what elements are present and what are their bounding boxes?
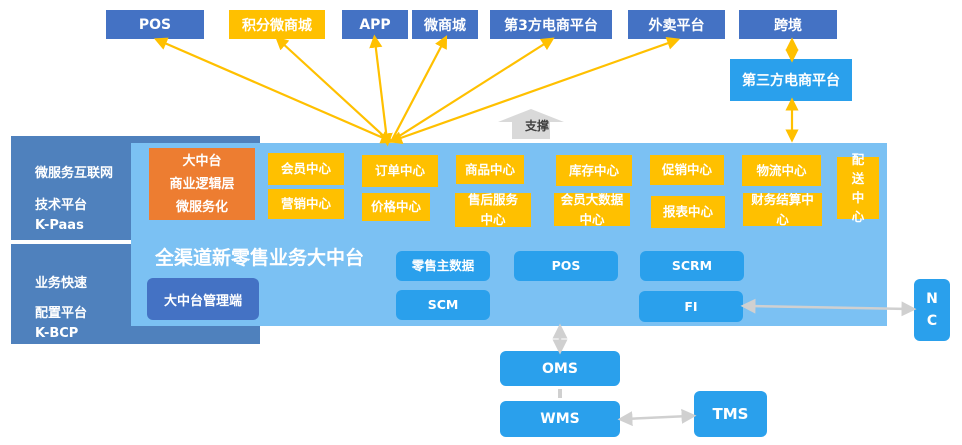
center-price[interactable]: 价格中心 [362, 193, 430, 221]
center-product[interactable]: 商品中心 [456, 155, 524, 184]
channel-pos[interactable]: POS [106, 10, 204, 39]
logic-line-2: 商业逻辑层 [169, 176, 235, 192]
center-member-bigdata[interactable]: 会员大数据中心 [554, 192, 630, 227]
k-bcp-line-2: 配置平台 [35, 306, 88, 321]
center-order[interactable]: 订单中心 [362, 155, 438, 187]
center-member[interactable]: 会员中心 [268, 153, 344, 185]
arrow-wms-tms [617, 408, 697, 427]
k-paas-line-1: 微服务互联网 [35, 166, 114, 181]
channel-third-party-ecommerce[interactable]: 第3方电商平台 [490, 10, 612, 39]
logic-line-1: 大中台 [182, 153, 222, 169]
tms-box[interactable]: TMS [694, 391, 767, 437]
center-finance[interactable]: 财务结算中心 [743, 192, 822, 227]
center-after-sales[interactable]: 售后服务中心 [455, 192, 531, 227]
center-marketing[interactable]: 营销中心 [268, 189, 344, 219]
channel-cross-border[interactable]: 跨境 [739, 10, 837, 39]
channel-app[interactable]: APP [342, 10, 408, 39]
k-paas-line-3: K-Paas [35, 218, 84, 233]
system-fi[interactable]: FI [639, 291, 743, 322]
logic-layer-box: 大中台 商业逻辑层 微服务化 [149, 148, 255, 220]
k-bcp-line-3: K-BCP [35, 326, 79, 341]
k-paas-line-2: 技术平台 [35, 198, 88, 213]
center-inventory[interactable]: 库存中心 [556, 155, 632, 186]
arrow-to-micro-mall [391, 35, 448, 141]
system-scm[interactable]: SCM [396, 290, 490, 320]
platform-title: 全渠道新零售业务大中台 [155, 247, 365, 269]
system-scrm[interactable]: SCRM [640, 251, 744, 281]
center-promotion[interactable]: 促销中心 [650, 155, 724, 185]
third-party-platform-box[interactable]: 第三方电商平台 [730, 59, 852, 101]
k-bcp-line-1: 业务快速 [35, 276, 88, 291]
channel-takeaway[interactable]: 外卖平台 [628, 10, 725, 39]
arrow-to-points-mall [275, 36, 389, 141]
nc-box[interactable]: N C [914, 279, 950, 341]
wms-box[interactable]: WMS [500, 401, 620, 437]
center-delivery[interactable]: 配送中心 [837, 152, 879, 224]
arrow-to-pos [153, 37, 395, 144]
arrow-to-app [369, 34, 393, 147]
system-pos[interactable]: POS [514, 251, 618, 281]
system-retail-master-data[interactable]: 零售主数据 [396, 251, 490, 281]
center-report[interactable]: 报表中心 [651, 196, 725, 228]
oms-box[interactable]: OMS [500, 351, 620, 386]
admin-button[interactable]: 大中台管理端 [147, 278, 259, 320]
channel-points-mall[interactable]: 积分微商城 [229, 10, 325, 39]
channel-micro-mall[interactable]: 微商城 [412, 10, 478, 39]
center-logistics[interactable]: 物流中心 [742, 155, 821, 186]
support-label: 支撑 [525, 119, 550, 133]
logic-line-3: 微服务化 [175, 199, 228, 215]
